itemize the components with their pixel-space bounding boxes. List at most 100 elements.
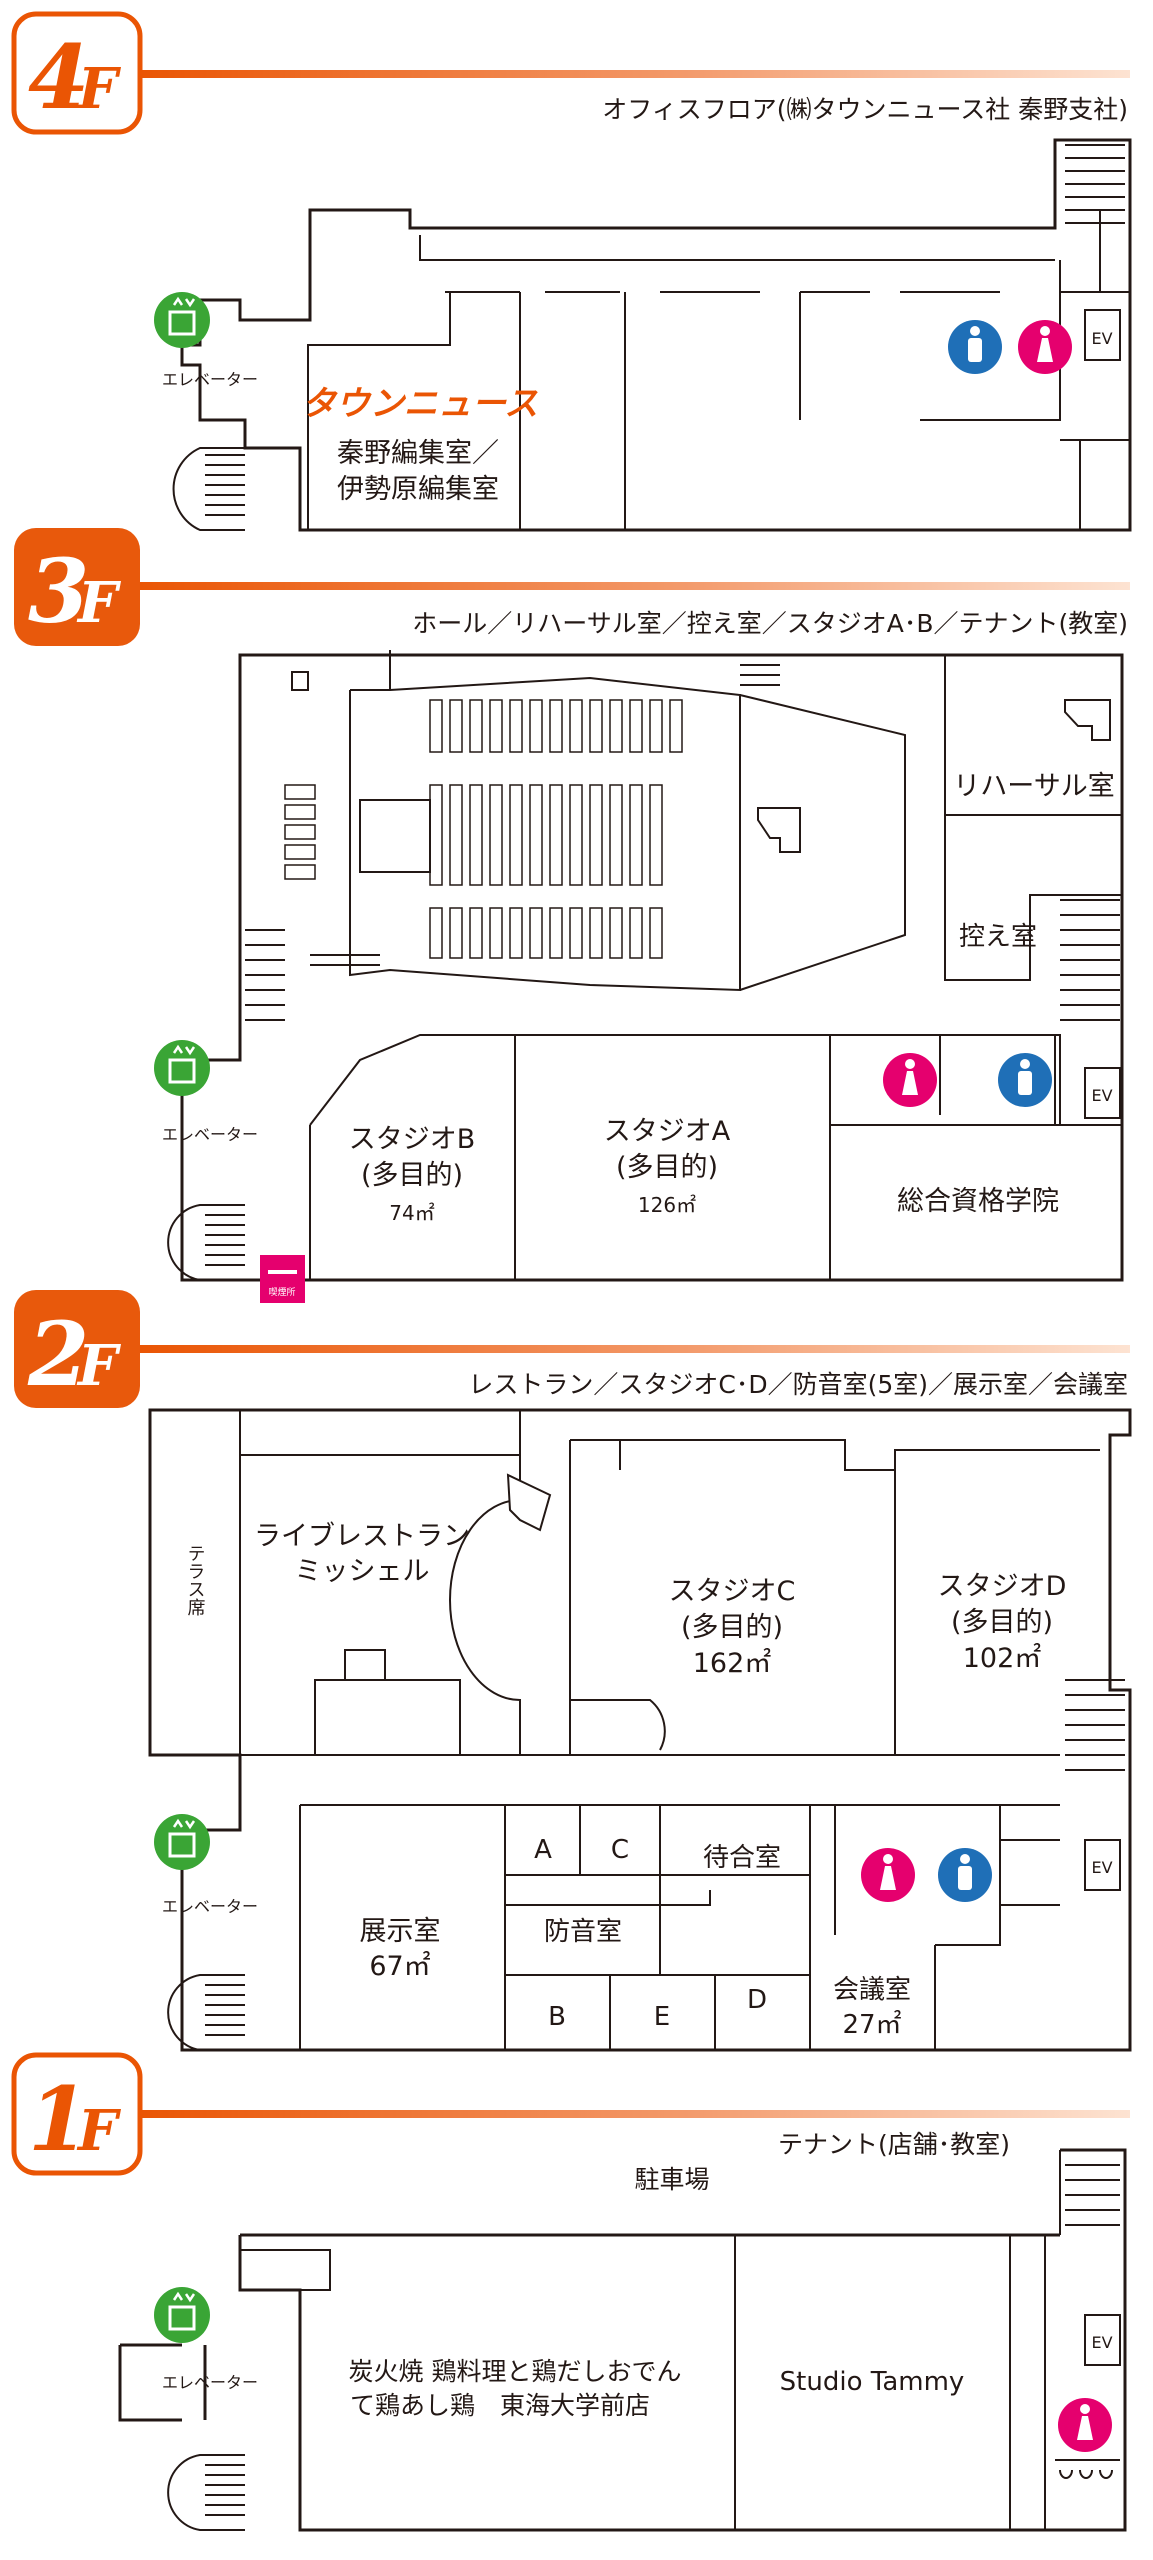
male-restroom-icon <box>938 1848 992 1902</box>
stairs-icon <box>1065 2149 1120 2226</box>
female-restroom-icon <box>1018 320 1072 374</box>
room-label: 秦野編集室／ <box>337 438 499 469</box>
floor-1f: 1 F テナント(店舗･教室) 駐車場 EV 炭火焼 鶏料理と鶏だしおでん て鶏… <box>11 2052 1130 2532</box>
floor-3f: 3 F ホール／リハーサル室／控え室／スタジオA･B／テナント(教室) <box>14 528 1130 1303</box>
restroom-walls <box>830 1034 1122 1126</box>
floor-divider-line <box>140 1345 1130 1353</box>
sound-room-walls <box>299 1805 811 2050</box>
sound-room-d: D <box>747 1985 767 2015</box>
editorial-wall <box>307 292 451 530</box>
restaurant-name: ミッシェル <box>295 1556 430 1587</box>
floor-subtitle: オフィスフロア(㈱タウンニュース社 秦野支社) <box>602 95 1128 124</box>
floor-badge-number: 4 <box>28 25 89 129</box>
studio-c-type: (多目的) <box>681 1612 783 1643</box>
elevator-shaft <box>1084 1067 1121 1119</box>
elevator-icon <box>154 2287 210 2343</box>
floor-divider-line <box>140 2110 1130 2118</box>
elevator-label: エレベーター <box>162 1897 258 1916</box>
sound-room-a: A <box>534 1835 552 1865</box>
floor-badge-1f: 1 F <box>11 2052 143 2176</box>
floor-badge-letter: F <box>76 2098 122 2164</box>
piano-icon <box>506 1473 552 1532</box>
floor-badge-2f: 2 F <box>14 1290 140 1408</box>
stairs-icon <box>1065 144 1125 224</box>
ev-label: EV <box>1091 2333 1112 2352</box>
piano-icon <box>757 807 801 853</box>
ev-label: EV <box>1091 329 1112 348</box>
elevator-shaft <box>1084 2314 1121 2366</box>
tenant-2-name: Studio Tammy <box>780 2367 965 2397</box>
sound-room-b: B <box>548 2002 566 2032</box>
floor-outline <box>180 653 1124 1282</box>
floor-subtitle: テナント(店舗･教室) <box>778 2130 1010 2159</box>
stairs-icon <box>167 2454 245 2531</box>
stairs-icon <box>172 447 245 531</box>
restroom-wall <box>920 291 1130 530</box>
studio-walls <box>569 1439 1100 1755</box>
female-restroom-icon <box>1058 2398 1112 2452</box>
studio-b-type: (多目的) <box>361 1160 463 1191</box>
elevator-shaft <box>1084 309 1121 361</box>
studio-d-name: スタジオD <box>938 1571 1067 1602</box>
stairs-icon <box>167 1974 245 2051</box>
ev-label: EV <box>1091 1858 1112 1877</box>
floor-divider-line <box>140 582 1130 590</box>
tenant-walls <box>240 2150 1061 2530</box>
waiting-room-label: 控え室 <box>959 922 1037 952</box>
corridor-wall <box>419 235 1055 261</box>
stairs-icon <box>245 664 1120 1021</box>
elevator-label: エレベーター <box>162 1125 258 1144</box>
stairs-icon <box>1065 1679 1125 1771</box>
hall-seating <box>284 699 683 959</box>
waiting-room-label: 待合室 <box>703 1843 781 1873</box>
parking-label: 駐車場 <box>634 2165 709 2194</box>
floor-4f: 4 F オフィスフロア(㈱タウンニュース社 秦野支社) EV <box>11 11 1132 532</box>
floor-badge-letter: F <box>76 56 122 122</box>
floor-2f: 2 F レストラン／スタジオC･D／防音室(5室)／展示室／会議室 テラス席 ラ… <box>14 1290 1132 2052</box>
male-restroom-icon <box>948 320 1002 374</box>
restroom-walls <box>834 1804 1060 2050</box>
townnews-logo: タウンニュース <box>302 384 538 424</box>
elevator-label: エレベーター <box>162 370 258 389</box>
floor-outline <box>148 1408 1132 2052</box>
meeting-room-area: 27㎡ <box>842 2010 901 2040</box>
room-label: 伊勢原編集室 <box>337 474 499 505</box>
elevator-lobby <box>118 2343 207 2422</box>
exhibition-area: 67㎡ <box>369 1951 430 1982</box>
studio-c-area: 162㎡ <box>693 1648 772 1679</box>
studio-b-area: 74㎡ <box>389 1201 434 1225</box>
column <box>291 671 309 691</box>
corridor-wall <box>240 1754 1060 1806</box>
floor-badge-letter: F <box>76 570 122 636</box>
floor-outline <box>238 2148 1127 2532</box>
studio-door <box>570 1699 666 1751</box>
studio-b-name: スタジオB <box>349 1124 476 1155</box>
studio-a-type: (多目的) <box>616 1152 718 1183</box>
elevator-shaft <box>1084 1839 1121 1891</box>
floor-subtitle: レストラン／スタジオC･D／防音室(5室)／展示室／会議室 <box>468 1370 1128 1399</box>
tenant-1-name: 炭火焼 鶏料理と鶏だしおでん <box>349 2357 682 2386</box>
floor-badge-number: 3 <box>28 539 89 643</box>
school-label: 総合資格学院 <box>897 1186 1059 1217</box>
elevator-icon <box>154 1814 210 1870</box>
elevator-label: エレベーター <box>162 2373 258 2392</box>
restaurant-bar <box>314 1649 461 1755</box>
floor-badge-4f: 4 F <box>11 11 143 135</box>
floor-subtitle: ホール／リハーサル室／控え室／スタジオA･B／テナント(教室) <box>412 609 1128 638</box>
rehearsal-wall <box>944 655 1122 981</box>
sound-room-c: C <box>611 1835 629 1865</box>
stage <box>739 694 906 991</box>
ev-label: EV <box>1091 1086 1112 1105</box>
studio-c-name: スタジオC <box>669 1576 796 1607</box>
restroom-stalls <box>1055 2459 1120 2479</box>
hall-wall <box>349 650 741 992</box>
elevator-icon <box>154 1040 210 1096</box>
floor-badge-number: 1 <box>28 2067 89 2171</box>
studio-d-area: 102㎡ <box>963 1643 1042 1674</box>
floor-badge-3f: 3 F <box>14 528 140 646</box>
partition-wall <box>519 292 801 530</box>
studio-walls <box>309 1034 831 1280</box>
floor-badge-number: 2 <box>27 1302 89 1406</box>
meeting-room-name: 会議室 <box>833 1975 911 2005</box>
